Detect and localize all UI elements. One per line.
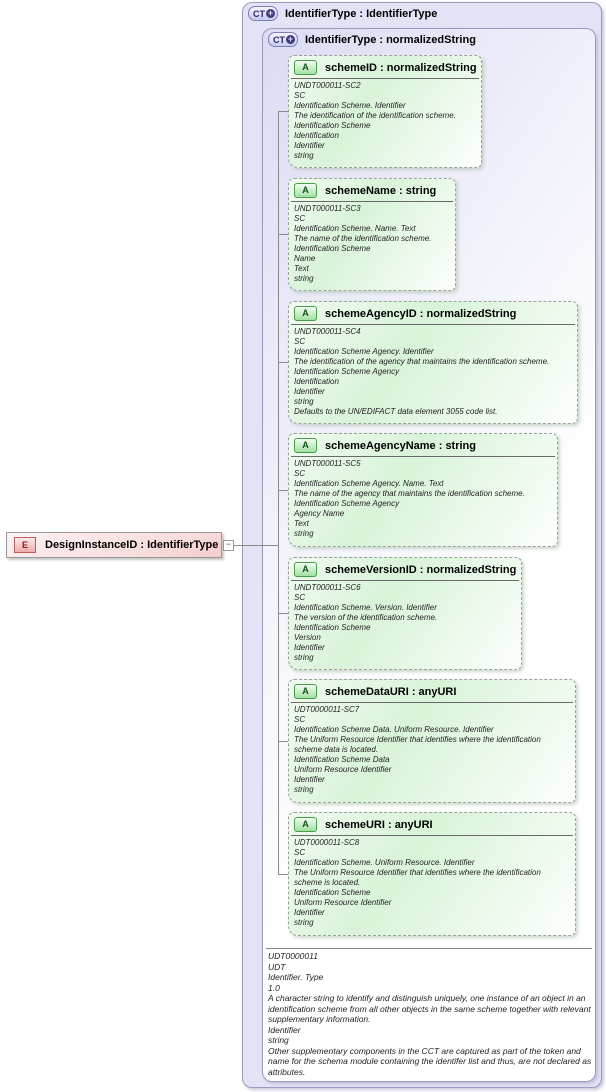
element-label: DesignInstanceID : IdentifierType: [45, 539, 219, 551]
connector-spine: [278, 111, 279, 874]
element-node-designinstanceid[interactable]: E DesignInstanceID : IdentifierType: [6, 532, 222, 558]
attribute-header: A schemeDataURI : anyURI: [289, 680, 575, 700]
attribute-title: schemeVersionID : normalizedString: [325, 563, 517, 576]
attribute-annotation: UNDT000011-SC4 SC Identification Scheme …: [294, 327, 550, 416]
connector-line: [278, 741, 288, 742]
divider: [291, 201, 453, 202]
attribute-title: schemeName : string: [325, 184, 437, 197]
attribute-box-schemeversionid[interactable]: A schemeVersionID : normalizedString UND…: [288, 557, 522, 670]
connector-line: [278, 613, 288, 614]
attribute-title: schemeAgencyID : normalizedString: [325, 307, 517, 320]
divider: [291, 702, 573, 703]
attribute-icon: A: [294, 438, 317, 453]
divider: [291, 456, 555, 457]
divider: [291, 324, 575, 325]
attribute-box-schemename[interactable]: A schemeName : string UNDT000011-SC3 SC …: [288, 178, 456, 291]
divider: [291, 580, 519, 581]
attribute-title: schemeID : normalizedString: [325, 61, 477, 74]
attribute-title: schemeURI : anyURI: [325, 818, 433, 831]
connector-line: [278, 362, 288, 363]
attribute-icon: A: [294, 183, 317, 198]
divider: [266, 948, 592, 949]
attribute-header: A schemeAgencyID : normalizedString: [289, 302, 577, 322]
attribute-box-schemeagencyname[interactable]: A schemeAgencyName : string UNDT000011-S…: [288, 433, 558, 547]
outer-type-title: IdentifierType : IdentifierType: [285, 7, 438, 20]
attribute-box-schemedatauri[interactable]: A schemeDataURI : anyURI UDT0000011-SC7 …: [288, 679, 576, 803]
inner-type-header[interactable]: CT+ IdentifierType : normalizedString: [268, 32, 476, 47]
attribute-header: A schemeID : normalizedString: [289, 56, 481, 76]
outer-type-header[interactable]: CT+ IdentifierType : IdentifierType: [248, 6, 437, 21]
complex-type-icon: CT+: [268, 32, 298, 47]
type-annotation: UDT0000011 UDT Identifier. Type 1.0 A ch…: [268, 951, 592, 1077]
attribute-header: A schemeName : string: [289, 179, 455, 199]
connector-line: [278, 874, 288, 875]
attribute-box-schemeuri[interactable]: A schemeURI : anyURI UDT0000011-SC8 SC I…: [288, 812, 576, 936]
attribute-icon: A: [294, 306, 317, 321]
attribute-icon: A: [294, 684, 317, 699]
attribute-annotation: UNDT000011-SC5 SC Identification Scheme …: [294, 459, 525, 538]
connector-line: [278, 111, 288, 112]
inner-type-title: IdentifierType : normalizedString: [305, 33, 476, 46]
attribute-header: A schemeVersionID : normalizedString: [289, 558, 521, 578]
attribute-annotation: UNDT000011-SC6 SC Identification Scheme.…: [294, 583, 438, 662]
connector-line: [232, 545, 278, 546]
attribute-header: A schemeURI : anyURI: [289, 813, 575, 833]
complex-type-icon: CT+: [248, 6, 278, 21]
divider: [291, 78, 479, 79]
connector-line: [278, 490, 288, 491]
attribute-icon: A: [294, 817, 317, 832]
attribute-box-schemeagencyid[interactable]: A schemeAgencyID : normalizedString UNDT…: [288, 301, 578, 424]
attribute-annotation: UNDT000011-SC3 SC Identification Scheme.…: [294, 204, 432, 283]
collapse-toggle[interactable]: −: [223, 540, 234, 551]
attribute-box-schemeid[interactable]: A schemeID : normalizedString UNDT000011…: [288, 55, 482, 168]
connector-line: [278, 234, 288, 235]
attribute-header: A schemeAgencyName : string: [289, 434, 557, 454]
attribute-annotation: UDT0000011-SC7 SC Identification Scheme …: [294, 705, 541, 794]
attribute-icon: A: [294, 562, 317, 577]
plus-icon: +: [286, 34, 295, 44]
plus-icon: +: [266, 8, 275, 18]
divider: [291, 835, 573, 836]
attribute-annotation: UDT0000011-SC8 SC Identification Scheme.…: [294, 838, 541, 927]
attribute-annotation: UNDT000011-SC2 SC Identification Scheme.…: [294, 81, 456, 160]
attribute-title: schemeDataURI : anyURI: [325, 685, 457, 698]
element-icon: E: [14, 537, 36, 553]
attribute-icon: A: [294, 60, 317, 75]
attribute-title: schemeAgencyName : string: [325, 439, 476, 452]
